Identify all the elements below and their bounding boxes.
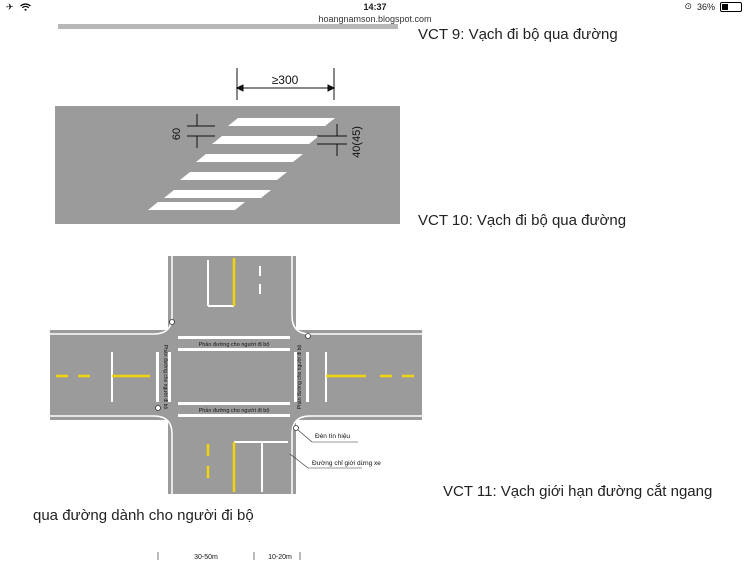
url-bar[interactable]: hoangnamson.blogspot.com: [318, 14, 432, 24]
distance-label-1: 30-50m: [194, 554, 218, 561]
stripe-label: 60: [171, 128, 183, 140]
zebra-stripes: [148, 118, 335, 210]
signal-light-icons: [155, 319, 311, 431]
battery-percent: 36%: [696, 1, 715, 12]
caption-vct10: VCT 10: Vạch đi bộ qua đường: [418, 212, 627, 229]
caption-vct11-line2: qua đường dành cho người đi bộ: [33, 507, 254, 524]
wifi-icon: [19, 2, 31, 13]
crossing-bands: [156, 336, 309, 417]
airplane-icon: ✈: [6, 2, 14, 12]
status-right: ⊙ 36%: [684, 1, 742, 12]
battery-fill: [722, 3, 729, 10]
crossing-label-south: Phần đường cho người đi bộ: [199, 408, 270, 414]
crossing-label-north: Phần đường cho người đi bộ: [199, 342, 270, 348]
clock: 14:37: [363, 2, 387, 12]
crossing-label-east: Phần đường cho người đi bộ: [297, 345, 303, 410]
stripe-dimension: [187, 114, 215, 148]
battery-icon: [720, 1, 742, 12]
intersection-diagram: Phần đường cho người đi bộ Phần đường ch…: [50, 256, 422, 494]
stop-line-label: Đường chỉ giới dừng xe: [312, 459, 381, 467]
signal-label: Đèn tín hiệu: [315, 433, 350, 440]
previous-image-edge: [58, 24, 398, 29]
status-left: ✈: [6, 2, 31, 13]
status-bar: ✈ 14:37 ⊙ 36%: [0, 0, 750, 14]
annotation-leaders: [289, 429, 362, 469]
center-lines: [56, 258, 414, 492]
gap-dimension: [317, 124, 347, 156]
crossing-label-west: Phần đường cho người đi bộ: [162, 345, 168, 410]
width-label: ≥300: [272, 73, 299, 87]
rotation-lock-icon: ⊙: [684, 1, 692, 11]
bottom-diagram: 30-50m 10-20m: [157, 552, 301, 561]
width-dimension: [235, 68, 336, 100]
crosswalk-diagram: ≥300 60 40(45): [55, 68, 400, 224]
caption-vct9: VCT 9: Vạch đi bộ qua đường: [418, 26, 618, 43]
gap-label: 40(45): [351, 126, 363, 158]
distance-label-2: 10-20m: [268, 554, 292, 561]
caption-vct11-line1: VCT 11: Vạch giới hạn đường cắt ngang: [443, 483, 713, 500]
distance-ticks: [157, 552, 301, 560]
